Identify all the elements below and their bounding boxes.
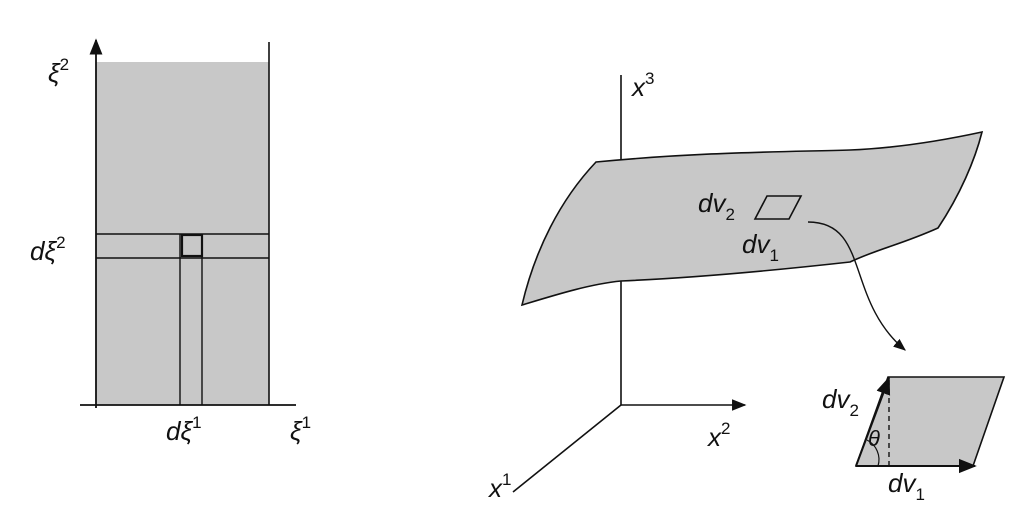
dxi2-label: dξ2 [30,233,66,266]
embedded-surface [520,130,984,307]
embedded-surface-panel: x3 x2 x1 dv2 dv1 dv2 dv1 θ [487,69,1006,504]
surface-patch [753,195,803,220]
inset-dv2-vector [855,376,891,467]
inset-dv1-label: dv1 [888,468,925,504]
x3-axis-label: x3 [630,69,654,102]
xi2-axis-label: ξ2 [48,55,69,88]
patch-dv2-label: dv2 [698,188,735,224]
parameter-domain-panel: ξ2 ξ1 dξ2 dξ1 [30,38,311,446]
x2-axis-label: x2 [706,419,730,452]
zoom-arrow [807,221,906,351]
dxi1-label: dξ1 [166,413,202,446]
area-element-square [180,233,204,258]
x1-axis-label: x1 [487,470,511,503]
inset-angle-label: θ [868,426,880,451]
xi1-axis-label: ξ1 [290,413,311,446]
x1-axis [512,404,622,493]
inset-dv2-label: dv2 [822,384,859,420]
patch-dv1-label: dv1 [742,229,779,265]
inset-angle-arc [866,439,880,467]
